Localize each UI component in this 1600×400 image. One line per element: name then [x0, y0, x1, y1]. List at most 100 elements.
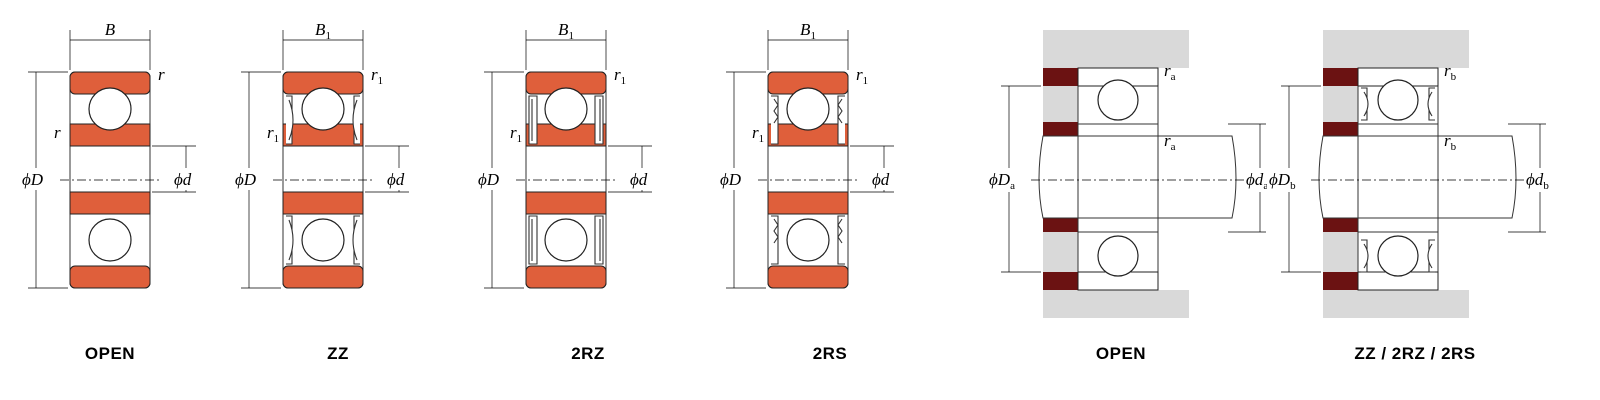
bearing-1: BϕD ϕd r r	[20, 20, 202, 289]
b1-seal-top-left	[286, 95, 294, 145]
m0-fillet-label-top: ra	[1164, 61, 1176, 83]
m1-ball-top	[1377, 79, 1419, 121]
m0-fillet-label-shaft: ra	[1164, 131, 1176, 153]
b3-inner-ring-bottom	[767, 191, 849, 215]
m0-housing-dia-label-bg	[987, 168, 1031, 192]
b3-seal-bottom-right	[837, 215, 845, 265]
b3-bore-label-bg	[870, 168, 900, 190]
b0-chamfer-label-top: r	[158, 65, 165, 84]
b2-od-label-bg	[476, 168, 508, 190]
bearing-3: B1 ϕD ϕd r1 r1	[476, 20, 658, 289]
b1-bore-label: ϕd	[387, 170, 405, 189]
m0-ball-top	[1097, 79, 1139, 121]
b0-outer-ring-bottom	[69, 265, 151, 289]
m1-shaft-shoulder-bottom	[1323, 218, 1358, 232]
b3-chamfer-label-side: r1	[752, 123, 764, 145]
caption-2rs-bearing: 2RS	[812, 344, 848, 363]
b1-ball-bottom	[301, 218, 345, 262]
b0-od-label-bg	[20, 168, 52, 190]
m1-ball-bottom	[1377, 235, 1419, 277]
m1-shaft-dia-label: ϕdb	[1526, 170, 1549, 192]
mounting-2: ϕDb ϕdb rb rb	[1267, 30, 1564, 318]
b2-bore-label: ϕd	[630, 170, 648, 189]
b3-ball-top	[786, 87, 830, 131]
b2-od-label: ϕD	[478, 170, 500, 189]
m1-housing-dia-label: ϕDb	[1269, 170, 1296, 192]
m0-housing-dia-label: ϕDa	[989, 170, 1015, 192]
caption-zz-bearing: ZZ	[327, 344, 349, 363]
b2-outer-ring-bottom	[525, 265, 607, 289]
b1-seal-top-right	[352, 95, 360, 145]
b3-od-label: ϕD	[720, 170, 742, 189]
b1-chamfer-label-side: r1	[267, 123, 279, 145]
b2-ball-top	[544, 87, 588, 131]
caption-open-bearing: OPEN	[84, 344, 136, 363]
b1-ball-top	[301, 87, 345, 131]
b0-bore-label: ϕd	[174, 170, 192, 189]
m1-seal-bottom-right	[1427, 239, 1435, 273]
b0-width-label: B	[105, 20, 116, 39]
m0-shaft-dia-label: ϕda	[1246, 170, 1268, 192]
b1-od-label-bg	[233, 168, 265, 190]
b0-bore-label-bg	[172, 168, 202, 190]
m0-shaft	[1038, 135, 1237, 219]
b3-seal-bottom-left	[771, 215, 779, 265]
b3-seal-top-left	[771, 95, 779, 145]
b3-bore-label: ϕd	[872, 170, 890, 189]
b2-chamfer-label-top: r1	[614, 65, 626, 87]
m0-shaft-shoulder-bottom	[1043, 218, 1078, 232]
m1-housing-dia-label-bg	[1267, 168, 1311, 192]
m1-shaft-shoulder-top	[1323, 122, 1358, 136]
m0-ball-bottom	[1097, 235, 1139, 277]
b2-chamfer-label-side: r1	[510, 123, 522, 145]
b0-ball-bottom	[88, 218, 132, 262]
b0-chamfer-label-side: r	[54, 123, 61, 142]
b2-width-label: B1	[558, 20, 574, 42]
caption-open-mounting: OPEN	[1095, 344, 1147, 363]
b3-ball-bottom	[786, 218, 830, 262]
m1-seal-bottom-left	[1361, 239, 1369, 273]
b1-outer-ring-bottom	[282, 265, 364, 289]
bearing-4: B1 ϕD ϕd r1 r1	[718, 20, 900, 289]
m1-shaft-dia-label-bg	[1524, 168, 1564, 192]
m1-shaft	[1318, 135, 1517, 219]
m0-abutment-bottom	[1043, 272, 1078, 290]
b1-chamfer-label-top: r1	[371, 65, 383, 87]
b3-width-label: B1	[800, 20, 816, 42]
caption-2rz-bearing: 2RZ	[571, 344, 605, 363]
b2-ball-bottom	[544, 218, 588, 262]
b1-bore-label-bg	[385, 168, 415, 190]
m1-seal-top-right	[1427, 87, 1435, 121]
caption-sealed-mounting: ZZ / 2RZ / 2RS	[1354, 344, 1476, 363]
b3-od-label-bg	[718, 168, 750, 190]
b2-seal-top-right	[594, 95, 604, 145]
m1-seal-top-left	[1361, 87, 1369, 121]
b0-od-label: ϕD	[22, 170, 44, 189]
b2-inner-ring-bottom	[525, 191, 607, 215]
bearing-cross-sections: BϕD ϕd r r B1 ϕD ϕd r1 r1 B1 ϕD ϕd r1 r1 B1 ϕD ϕd r1 r1	[20, 20, 900, 289]
b2-seal-bottom-left	[528, 215, 538, 265]
m0-shaft-shoulder-top	[1043, 122, 1078, 136]
b3-outer-ring-bottom	[767, 265, 849, 289]
b2-seal-top-left	[528, 95, 538, 145]
m1-abutment-bottom	[1323, 272, 1358, 290]
bearing-2: B1 ϕD ϕd r1 r1	[233, 20, 415, 289]
b1-seal-bottom-left	[286, 215, 294, 265]
b2-seal-bottom-right	[594, 215, 604, 265]
b1-width-label: B1	[315, 20, 331, 42]
b0-ball-top	[88, 87, 132, 131]
b1-seal-bottom-right	[352, 215, 360, 265]
b3-seal-top-right	[837, 95, 845, 145]
mounting-diagrams: ϕDa ϕda ra ra ϕDb ϕdb rb rb	[987, 30, 1564, 318]
b1-od-label: ϕD	[235, 170, 257, 189]
b1-inner-ring-bottom	[282, 191, 364, 215]
mounting-1: ϕDa ϕda ra ra	[987, 30, 1284, 318]
m1-abutment-top	[1323, 68, 1358, 86]
b2-bore-label-bg	[628, 168, 658, 190]
m0-abutment-top	[1043, 68, 1078, 86]
b0-inner-ring-bottom	[69, 191, 151, 215]
m1-fillet-label-shaft: rb	[1444, 131, 1457, 153]
m1-fillet-label-top: rb	[1444, 61, 1457, 83]
b3-chamfer-label-top: r1	[856, 65, 868, 87]
